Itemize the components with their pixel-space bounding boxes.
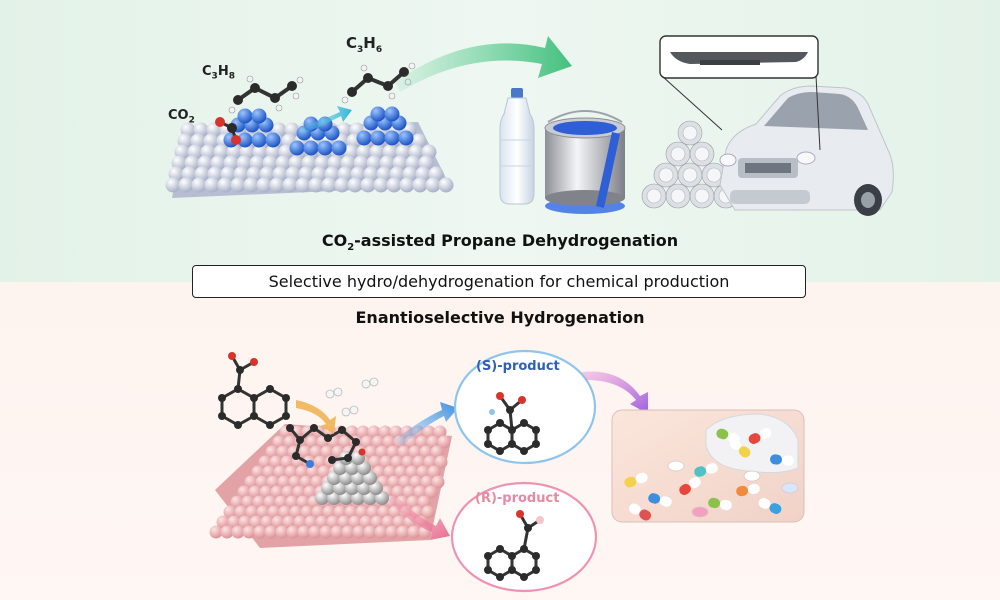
s-product-label: (S)-product <box>476 359 560 374</box>
central-banner: Selective hydro/dehydrogenation for chem… <box>192 265 806 298</box>
pipe-stack-icon <box>641 120 739 209</box>
reactant-molecule <box>218 352 290 429</box>
r-product-label: (R)-product <box>475 491 560 506</box>
c3h8-label: C3H8 <box>202 64 235 82</box>
s-product-circle <box>453 349 597 465</box>
banner-text: Selective hydro/dehydrogenation for chem… <box>268 272 730 291</box>
bottle-icon <box>499 88 535 205</box>
hydrogen-molecules <box>325 377 379 417</box>
purple-arrow <box>582 371 648 414</box>
pink-arrow <box>388 494 450 540</box>
paint-can-icon <box>544 110 626 214</box>
r-product-circle <box>450 481 598 593</box>
orange-arrow <box>296 400 336 434</box>
co2-label: CO2 <box>168 108 195 126</box>
green-arrow <box>395 36 572 92</box>
pill-jar-icon <box>611 409 805 523</box>
car-icon <box>719 85 894 216</box>
adsorbed-molecule <box>286 424 366 468</box>
propane-molecule <box>228 75 304 114</box>
small-cyan-arrow <box>300 106 352 134</box>
bottom-section-title: Enantioselective Hydrogenation <box>355 308 645 327</box>
bumper-part-icon <box>659 35 821 151</box>
c3h6-label: C3H6 <box>346 34 383 55</box>
blue-arrow <box>395 402 458 446</box>
blue-metal-clusters <box>223 106 414 156</box>
co2-molecule <box>215 117 241 145</box>
top-section-title: CO2-assisted Propane Dehydrogenation <box>321 231 679 254</box>
